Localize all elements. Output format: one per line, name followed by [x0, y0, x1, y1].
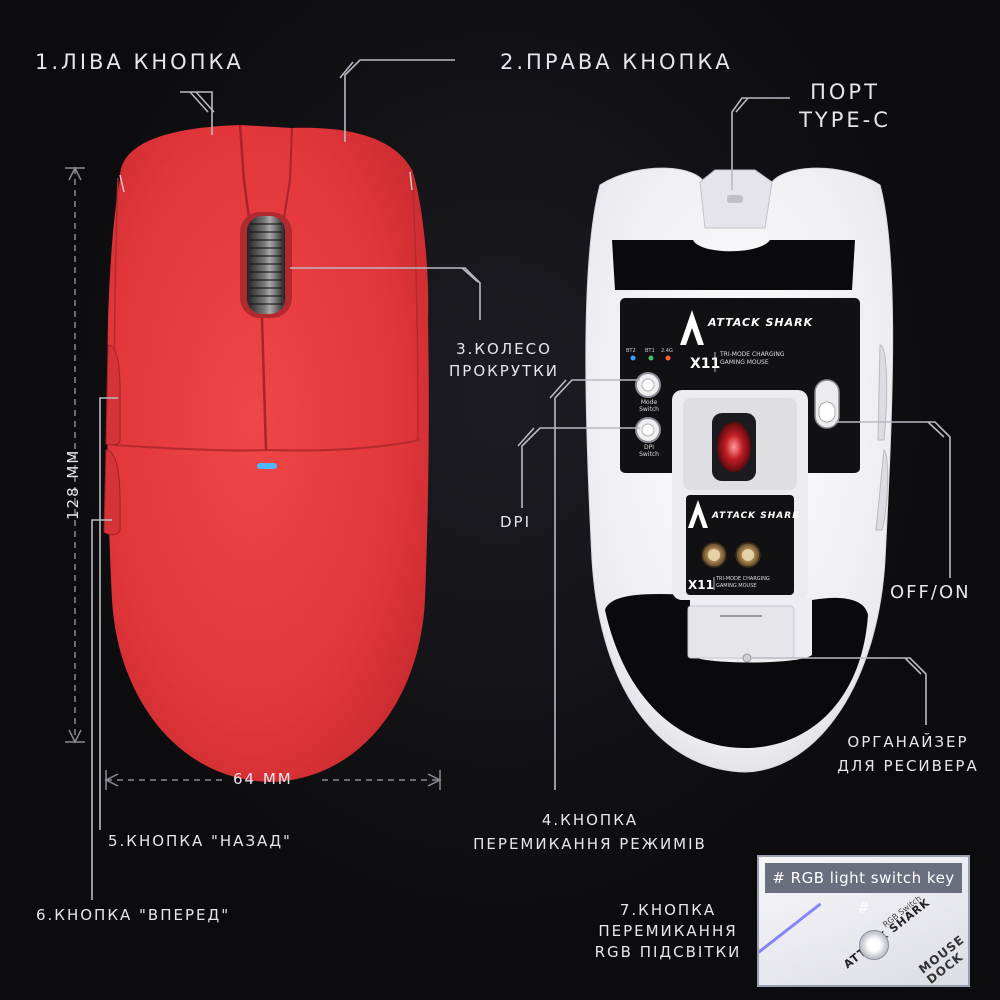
label-height-dimension: 128 ММ [64, 448, 82, 520]
label-organizer: ОРГАНАЙЗЕР ДЛЯ РЕСИВЕРА [818, 730, 998, 778]
label-right-button: 2.ПРАВА КНОПКА [500, 50, 733, 74]
mode-switch-caption-line1: Mode [640, 399, 658, 406]
bottom-brand-lower: ATTACK SHARK [712, 511, 801, 521]
label-wheel-line2: ПРОКРУТКИ [449, 362, 559, 380]
label-organizer-line1: ОРГАНАЙЗЕР [847, 733, 969, 751]
label-back-button: 5.КНОПКА "НАЗАД" [108, 832, 292, 850]
height-dimension-line [65, 166, 85, 744]
label-off-on: OFF/ON [890, 582, 971, 603]
red-mouse-top-view [103, 124, 429, 782]
rgb-inset-mouse-text: MOUSE DOCK [916, 932, 968, 985]
label-left-button: 1.ЛІВА КНОПКА [35, 50, 244, 74]
bottom-brand-top: ATTACK SHARK [708, 316, 814, 329]
label-port: ПОРТ TYPE-C [790, 80, 900, 132]
led-label-bt2: BT2 [626, 348, 636, 354]
red-mouse-body [107, 125, 429, 782]
label-wheel-line1: 3.КОЛЕСО [456, 340, 552, 358]
white-mouse-bottom-view [585, 167, 894, 773]
bottom-desc-top: TRI-MODE CHARGING GAMING MOUSE [720, 351, 785, 367]
label-organizer-line2: ДЛЯ РЕСИВЕРА [837, 757, 979, 775]
label-rgb-button: 7.КНОПКА ПЕРЕМИКАННЯ RGB ПІДСВІТКИ [578, 900, 758, 963]
bottom-skate [605, 593, 868, 748]
label-port-line1: ПОРТ [810, 80, 880, 104]
bottom-desc-lower-line1: TRI-MODE CHARGING [716, 576, 770, 582]
rgb-switch-button [859, 930, 889, 960]
red-mouse-side-forward [105, 344, 121, 446]
dpi-switch-caption: DPI Switch [634, 444, 664, 458]
top-skate [612, 240, 855, 290]
red-mouse-side-back [103, 449, 121, 536]
type-c-port [727, 195, 743, 203]
label-rgb-line2: ПЕРЕМИКАННЯ [598, 922, 738, 940]
bottom-desc-top-line1: TRI-MODE CHARGING [720, 351, 785, 358]
rgb-inset-header: # RGB light switch key # [765, 863, 962, 917]
label-dpi: DPI [500, 513, 532, 531]
bottom-desc-lower-line2: GAMING MOUSE [716, 583, 757, 589]
label-mode-line2: ПЕРЕМИКАННЯ РЕЖИМІВ [473, 835, 707, 853]
label-port-line2: TYPE-C [799, 108, 891, 132]
rgb-switch-inset: # RGB light switch key # ATTACK SHARK RG… [757, 855, 970, 987]
mode-switch-caption: Mode Switch [634, 399, 664, 413]
label-mode-line1: 4.КНОПКА [541, 811, 639, 829]
width-dimension-line [104, 770, 442, 790]
led-label-bt1: BT1 [645, 348, 655, 354]
label-mode-switch: 4.КНОПКА ПЕРЕМИКАННЯ РЕЖИМІВ [440, 808, 740, 856]
dpi-switch-caption-line2: Switch [639, 451, 659, 458]
mode-switch-caption-line2: Switch [639, 406, 659, 413]
brand-logo-mark [680, 310, 704, 345]
bottom-desc-lower: TRI-MODE CHARGING GAMING MOUSE [716, 576, 770, 590]
led-label-24g: 2.4G [661, 348, 673, 354]
rgb-inset-glow [759, 902, 822, 955]
bottom-desc-top-line2: GAMING MOUSE [720, 359, 769, 366]
dpi-switch-caption-line1: DPI [643, 444, 654, 451]
rgb-inset-brand: ATTACK SHARK [841, 895, 933, 972]
bottom-model-lower: X11 [688, 578, 714, 592]
label-forward-button: 6.КНОПКА "ВПЕРЕД" [36, 906, 231, 924]
label-scroll-wheel: 3.КОЛЕСО ПРОКРУТКИ [424, 338, 584, 382]
bottom-model-top: X11 [690, 356, 721, 372]
status-led [257, 463, 277, 469]
receiver-organizer [687, 605, 795, 659]
label-width-dimension: 64 ММ [233, 770, 293, 788]
label-rgb-line1: 7.КНОПКА [619, 901, 717, 919]
label-rgb-line3: RGB ПІДСВІТКИ [594, 943, 742, 961]
